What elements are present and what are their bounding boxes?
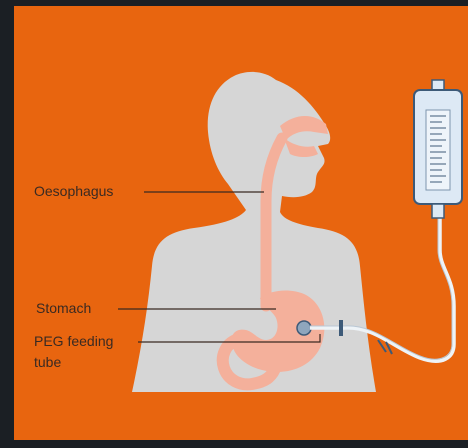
label-peg-tube: tube (34, 354, 61, 371)
diagram-panel: Oesophagus Stomach PEG feeding tube (14, 6, 468, 440)
label-peg-feeding: PEG feeding (34, 333, 113, 350)
label-stomach: Stomach (36, 300, 91, 317)
feeding-bag (414, 80, 462, 218)
tube-clamp (339, 320, 343, 336)
label-oesophagus: Oesophagus (34, 183, 113, 200)
peg-tube-diagram (14, 6, 468, 440)
peg-port (297, 321, 311, 335)
